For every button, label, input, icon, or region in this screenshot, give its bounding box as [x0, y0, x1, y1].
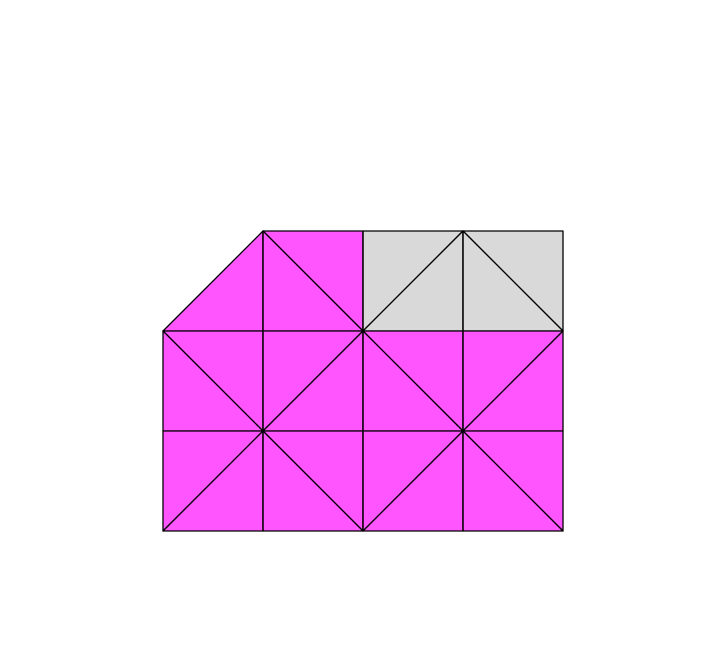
triangle-magenta-0 [162, 230, 264, 332]
grid-line-layer [262, 231, 464, 531]
triangle-layer [162, 230, 564, 532]
